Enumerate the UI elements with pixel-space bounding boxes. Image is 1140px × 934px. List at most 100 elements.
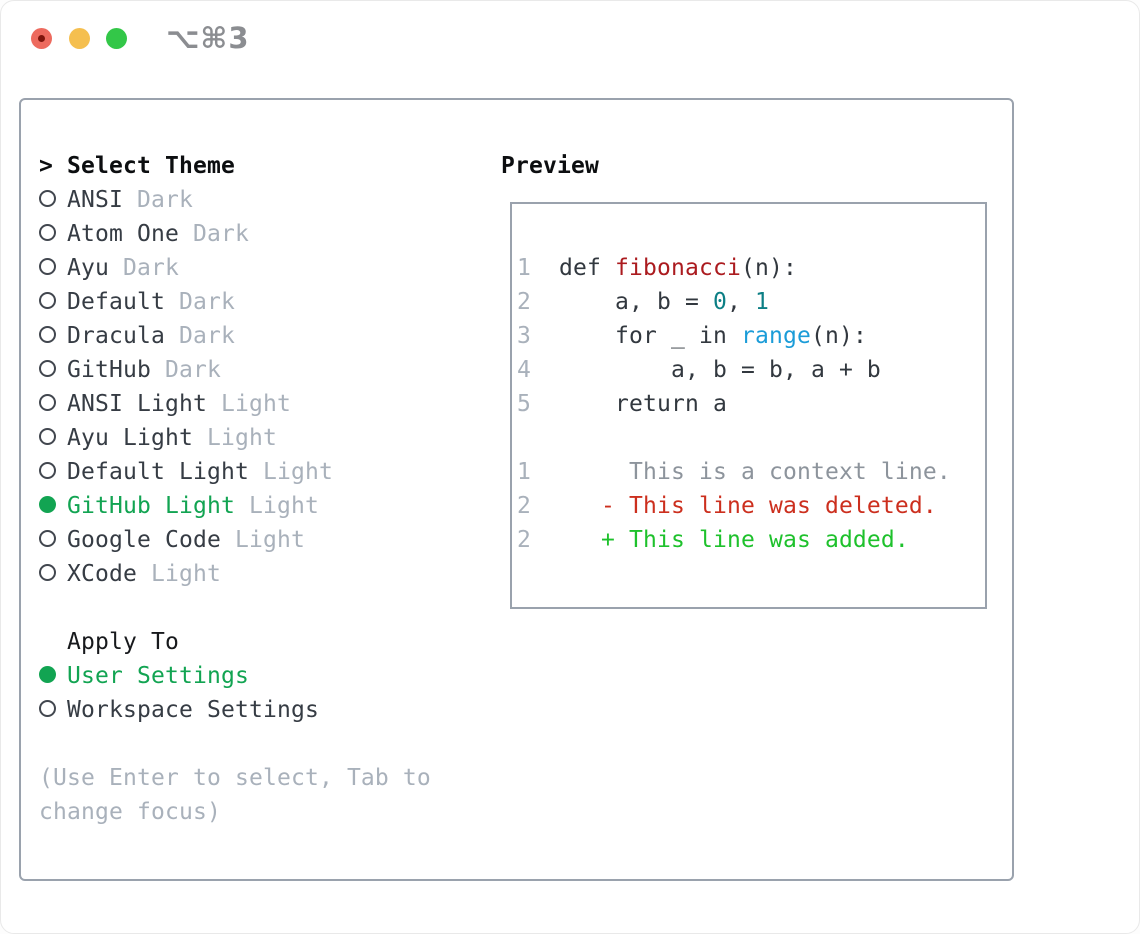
radio-cell: [39, 557, 67, 591]
theme-option-github[interactable]: GitHub Dark: [39, 353, 431, 387]
cursor-marker: >: [39, 153, 53, 179]
radio-icon: [39, 326, 56, 343]
theme-name: Atom One: [67, 221, 179, 247]
theme-option-atom-one[interactable]: Atom One Dark: [39, 217, 431, 251]
theme-name: ANSI Light: [67, 391, 207, 417]
maximize-button[interactable]: [106, 28, 127, 49]
radio-cell: [39, 387, 67, 421]
close-button[interactable]: [31, 28, 52, 49]
code-segment: a, b =: [531, 289, 713, 315]
theme-option-ayu-light[interactable]: Ayu Light Light: [39, 421, 431, 455]
title-bar: ⌥⌘3: [1, 1, 1139, 98]
radio-cell: [39, 285, 67, 319]
code-segment: for _ in: [531, 323, 741, 349]
theme-list-title: Select Theme: [67, 153, 235, 179]
code-segment: 3: [517, 323, 531, 349]
radio-cell: [39, 183, 67, 217]
preview-line: 5 return a: [517, 387, 979, 421]
preview-heading: Preview: [501, 153, 599, 179]
radio-cell: [39, 659, 67, 693]
theme-variant: Light: [206, 425, 277, 451]
apply-option-label: User Settings: [67, 663, 249, 689]
preview-line: [517, 421, 979, 455]
radio-cell: [39, 319, 67, 353]
code-segment: 1: [754, 289, 769, 315]
radio-selected-icon: [39, 496, 56, 513]
theme-option-default-light[interactable]: Default Light Light: [39, 455, 431, 489]
theme-name: Dracula: [67, 323, 165, 349]
preview-line: 1 This is a context line.: [517, 455, 979, 489]
code-segment: def: [531, 255, 615, 281]
preview-line: 1 def fibonacci(n):: [517, 251, 979, 285]
theme-option-default[interactable]: Default Dark: [39, 285, 431, 319]
apply-to-title: Apply To: [67, 629, 179, 655]
code-segment: fibonacci: [614, 255, 741, 281]
preview-line: 3 for _ in range(n):: [517, 319, 979, 353]
code-segment: 2: [517, 289, 531, 315]
theme-name: GitHub: [67, 357, 151, 383]
radio-cell: [39, 421, 67, 455]
radio-icon: [39, 428, 56, 445]
theme-variant: Dark: [192, 221, 249, 247]
radio-cell: [39, 693, 67, 727]
theme-list-header: > Select Theme: [39, 149, 431, 183]
theme-variant: Light: [262, 459, 333, 485]
radio-icon: [39, 292, 56, 309]
spacer-row: [39, 727, 431, 761]
radio-cell: [39, 217, 67, 251]
theme-option-google-code[interactable]: Google Code Light: [39, 523, 431, 557]
radio-icon: [39, 360, 56, 377]
theme-variant: Light: [248, 493, 319, 519]
preview-line: 2 a, b = 0, 1: [517, 285, 979, 319]
code-segment: 1: [517, 255, 531, 281]
code-segment: 4: [517, 357, 531, 383]
radio-icon: [39, 564, 56, 581]
radio-icon: [39, 190, 56, 207]
theme-variant: Dark: [123, 255, 179, 281]
radio-icon: [39, 224, 56, 241]
radio-cell: [39, 455, 67, 489]
code-segment: a, b = b, a + b: [531, 357, 881, 383]
theme-option-github-light[interactable]: GitHub Light Light: [39, 489, 431, 523]
code-segment: 5: [517, 391, 531, 417]
apply-option-label: Workspace Settings: [67, 697, 319, 723]
code-segment: return a: [531, 391, 727, 417]
theme-name: ANSI: [67, 187, 123, 213]
spacer-row: [39, 591, 431, 625]
theme-name: GitHub Light: [67, 493, 235, 519]
theme-name: Default Light: [67, 459, 249, 485]
theme-option-ayu[interactable]: Ayu Dark: [39, 251, 431, 285]
theme-variant: Dark: [164, 357, 221, 383]
theme-name: XCode: [67, 561, 137, 587]
code-segment: 0: [712, 289, 727, 315]
radio-cell: [39, 489, 67, 523]
theme-name: Ayu: [67, 255, 109, 281]
close-modified-dot-icon: [38, 35, 45, 42]
code-segment: 1: [517, 459, 531, 485]
apply-option-workspace-settings[interactable]: Workspace Settings: [39, 693, 431, 727]
preview-line: 4 a, b = b, a + b: [517, 353, 979, 387]
radio-icon: [39, 462, 56, 479]
theme-name: Google Code: [67, 527, 221, 553]
minimize-button[interactable]: [69, 28, 90, 49]
window-title: ⌥⌘3: [166, 21, 250, 55]
keyboard-hint: change focus): [39, 799, 221, 825]
apply-option-user-settings[interactable]: User Settings: [39, 659, 431, 693]
code-segment: (n):: [740, 255, 797, 281]
code-segment: ,: [726, 289, 755, 315]
radio-icon: [39, 394, 56, 411]
code-segment: + This line was added.: [531, 527, 909, 553]
radio-cell: [39, 251, 67, 285]
radio-icon: [39, 700, 56, 717]
theme-name: Ayu Light: [67, 425, 193, 451]
theme-name: Default: [67, 289, 165, 315]
theme-variant: Dark: [178, 289, 235, 315]
theme-variant: Light: [234, 527, 305, 553]
